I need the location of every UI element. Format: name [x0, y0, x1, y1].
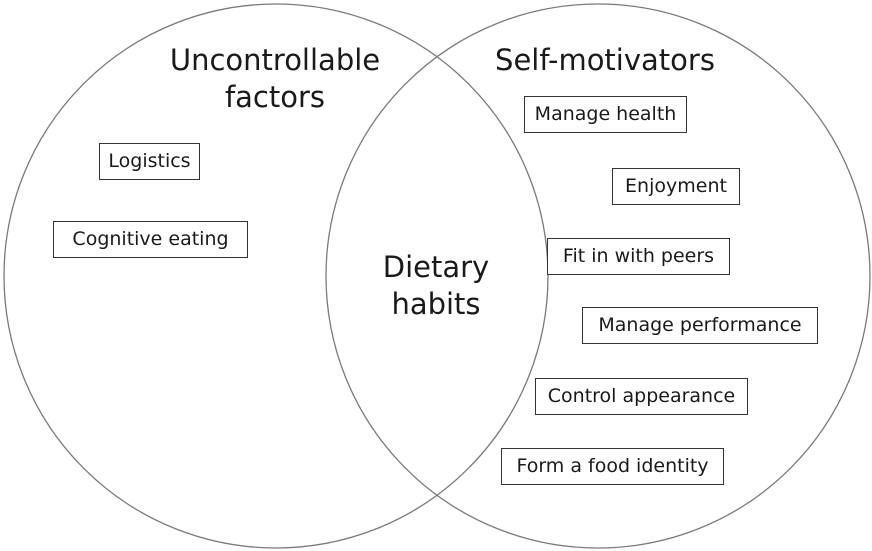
overlap-title-line1: Dietary — [382, 250, 490, 284]
left-circle-title: Uncontrollable factors — [160, 42, 390, 116]
factor-box-logistics: Logistics — [99, 143, 200, 180]
left-circle-title-line2: factors — [224, 80, 326, 114]
right-circle-title: Self-motivators — [480, 42, 730, 79]
factor-box-fit-in-with-peers: Fit in with peers — [547, 238, 730, 275]
factor-box-control-appearance: Control appearance — [535, 378, 748, 415]
factor-box-manage-health: Manage health — [524, 96, 687, 133]
right-circle — [325, 3, 871, 549]
overlap-title-line2: habits — [391, 287, 481, 321]
factor-box-cognitive-eating: Cognitive eating — [53, 221, 248, 258]
right-circle-title-line1: Self-motivators — [495, 43, 715, 77]
factor-box-form-a-food-identity: Form a food identity — [501, 448, 724, 485]
factor-box-manage-performance: Manage performance — [582, 307, 818, 344]
overlap-title: Dietary habits — [370, 249, 502, 323]
left-circle — [3, 3, 549, 549]
left-circle-title-line1: Uncontrollable — [169, 43, 381, 77]
factor-box-enjoyment: Enjoyment — [612, 168, 740, 205]
